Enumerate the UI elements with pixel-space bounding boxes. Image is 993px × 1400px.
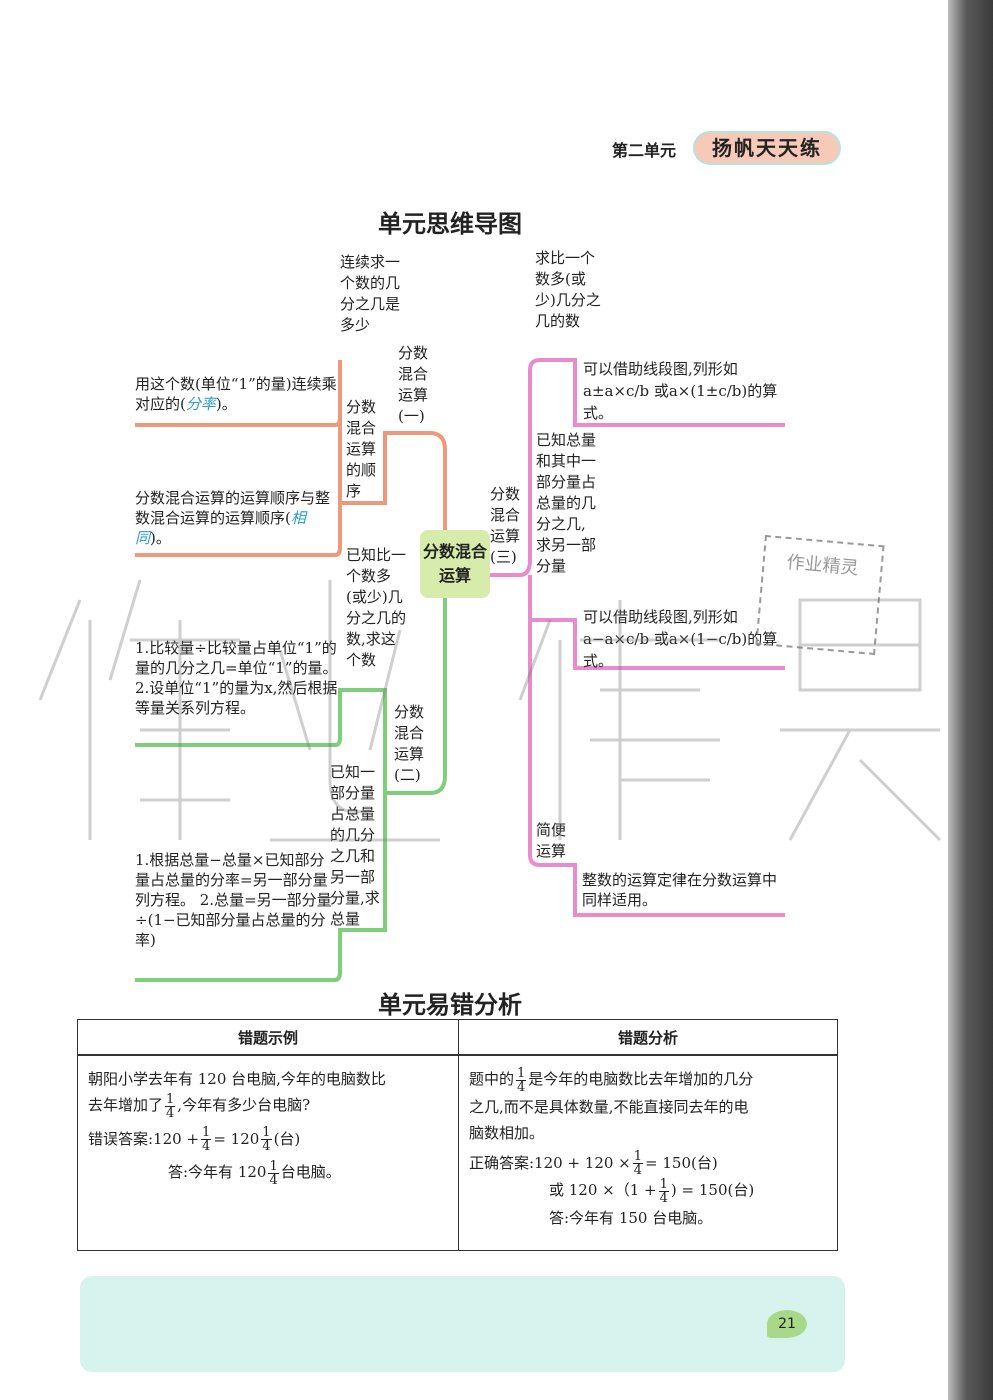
unit-label: 第二单元 [612,141,677,160]
branch-three-label: 分数混合运算(三) [490,485,521,566]
note-four: 1.根据总量−总量×已知部分量占总量的分率=另一部分量列方程。 2.总量=另一部… [135,851,332,949]
left-mid-label: 已知比一个数多(或少)几分之几的数,求这个数 [346,546,407,669]
simple-calc-label: 简便运算 [536,821,567,860]
note-three: 1.比较量÷比较量占单位“1”的量的几分之几=单位“1”的量。 2.设单位“1”… [135,639,338,717]
correct-answer-statement: 答:今年有 150 台电脑。 [549,1208,713,1227]
page-number: 21 [767,1310,807,1338]
right-note-three: 整数的运算定律在分数运算中同样适用。 [582,871,778,909]
note-one-fill: 分率 [185,395,216,413]
branch-two-label: 分数混合运算(二) [394,703,425,784]
analysis-line2: 之几,而不是具体数量,不能直接同去年的电 [469,1097,749,1116]
right-mid-label: 已知总量和其中一部分量占总量的几分之几,求另一部分量 [536,431,597,575]
watermark-graphic [38,579,942,842]
right-note-two: 可以借助线段图,列形如 a−a×c/b 或a×(1−c/b)的算式。 [583,608,778,670]
section-badge: 扬帆天天练 [693,131,841,165]
right-top-label: 求比一个数多(或少)几分之几的数 [535,249,601,330]
branch-one-label: 分数混合运算(一) [398,344,429,425]
mindmap-center: 分数混合运算 [420,530,490,598]
mindmap-lines [135,358,785,982]
note-two: 分数混合运算的运算顺序与整数混合运算的运算顺序(相同)。 [135,489,331,547]
branch-one-sub: 分数混合运算的顺序 [346,398,377,500]
right-note-one: 可以借助线段图,列形如 a±a×c/b 或a×(1±c/b)的算式。 [583,360,778,422]
errors-col2-header: 错题分析 [458,1019,838,1056]
left-top-label: 连续求一个数的几分之几是多少 [340,253,401,334]
question-line1: 朝阳小学去年有 120 台电脑,今年的电脑数比 [88,1070,386,1088]
note-two-fill: 相同 [135,509,306,547]
branch-two-sub: 已知一部分量占总量的几分之几和另一部分量,求总量 [330,763,380,928]
mindmap-title: 单元思维导图 [378,210,522,238]
footer-box [80,1276,845,1372]
analysis-line3: 脑数相加。 [469,1123,545,1142]
note-one: 用这个数(单位“1”的量)连续乘对应的(分率)。 [135,375,337,413]
errors-col1-header: 错题示例 [77,1019,459,1056]
errors-title: 单元易错分析 [378,991,522,1019]
page-edge [948,0,993,1400]
